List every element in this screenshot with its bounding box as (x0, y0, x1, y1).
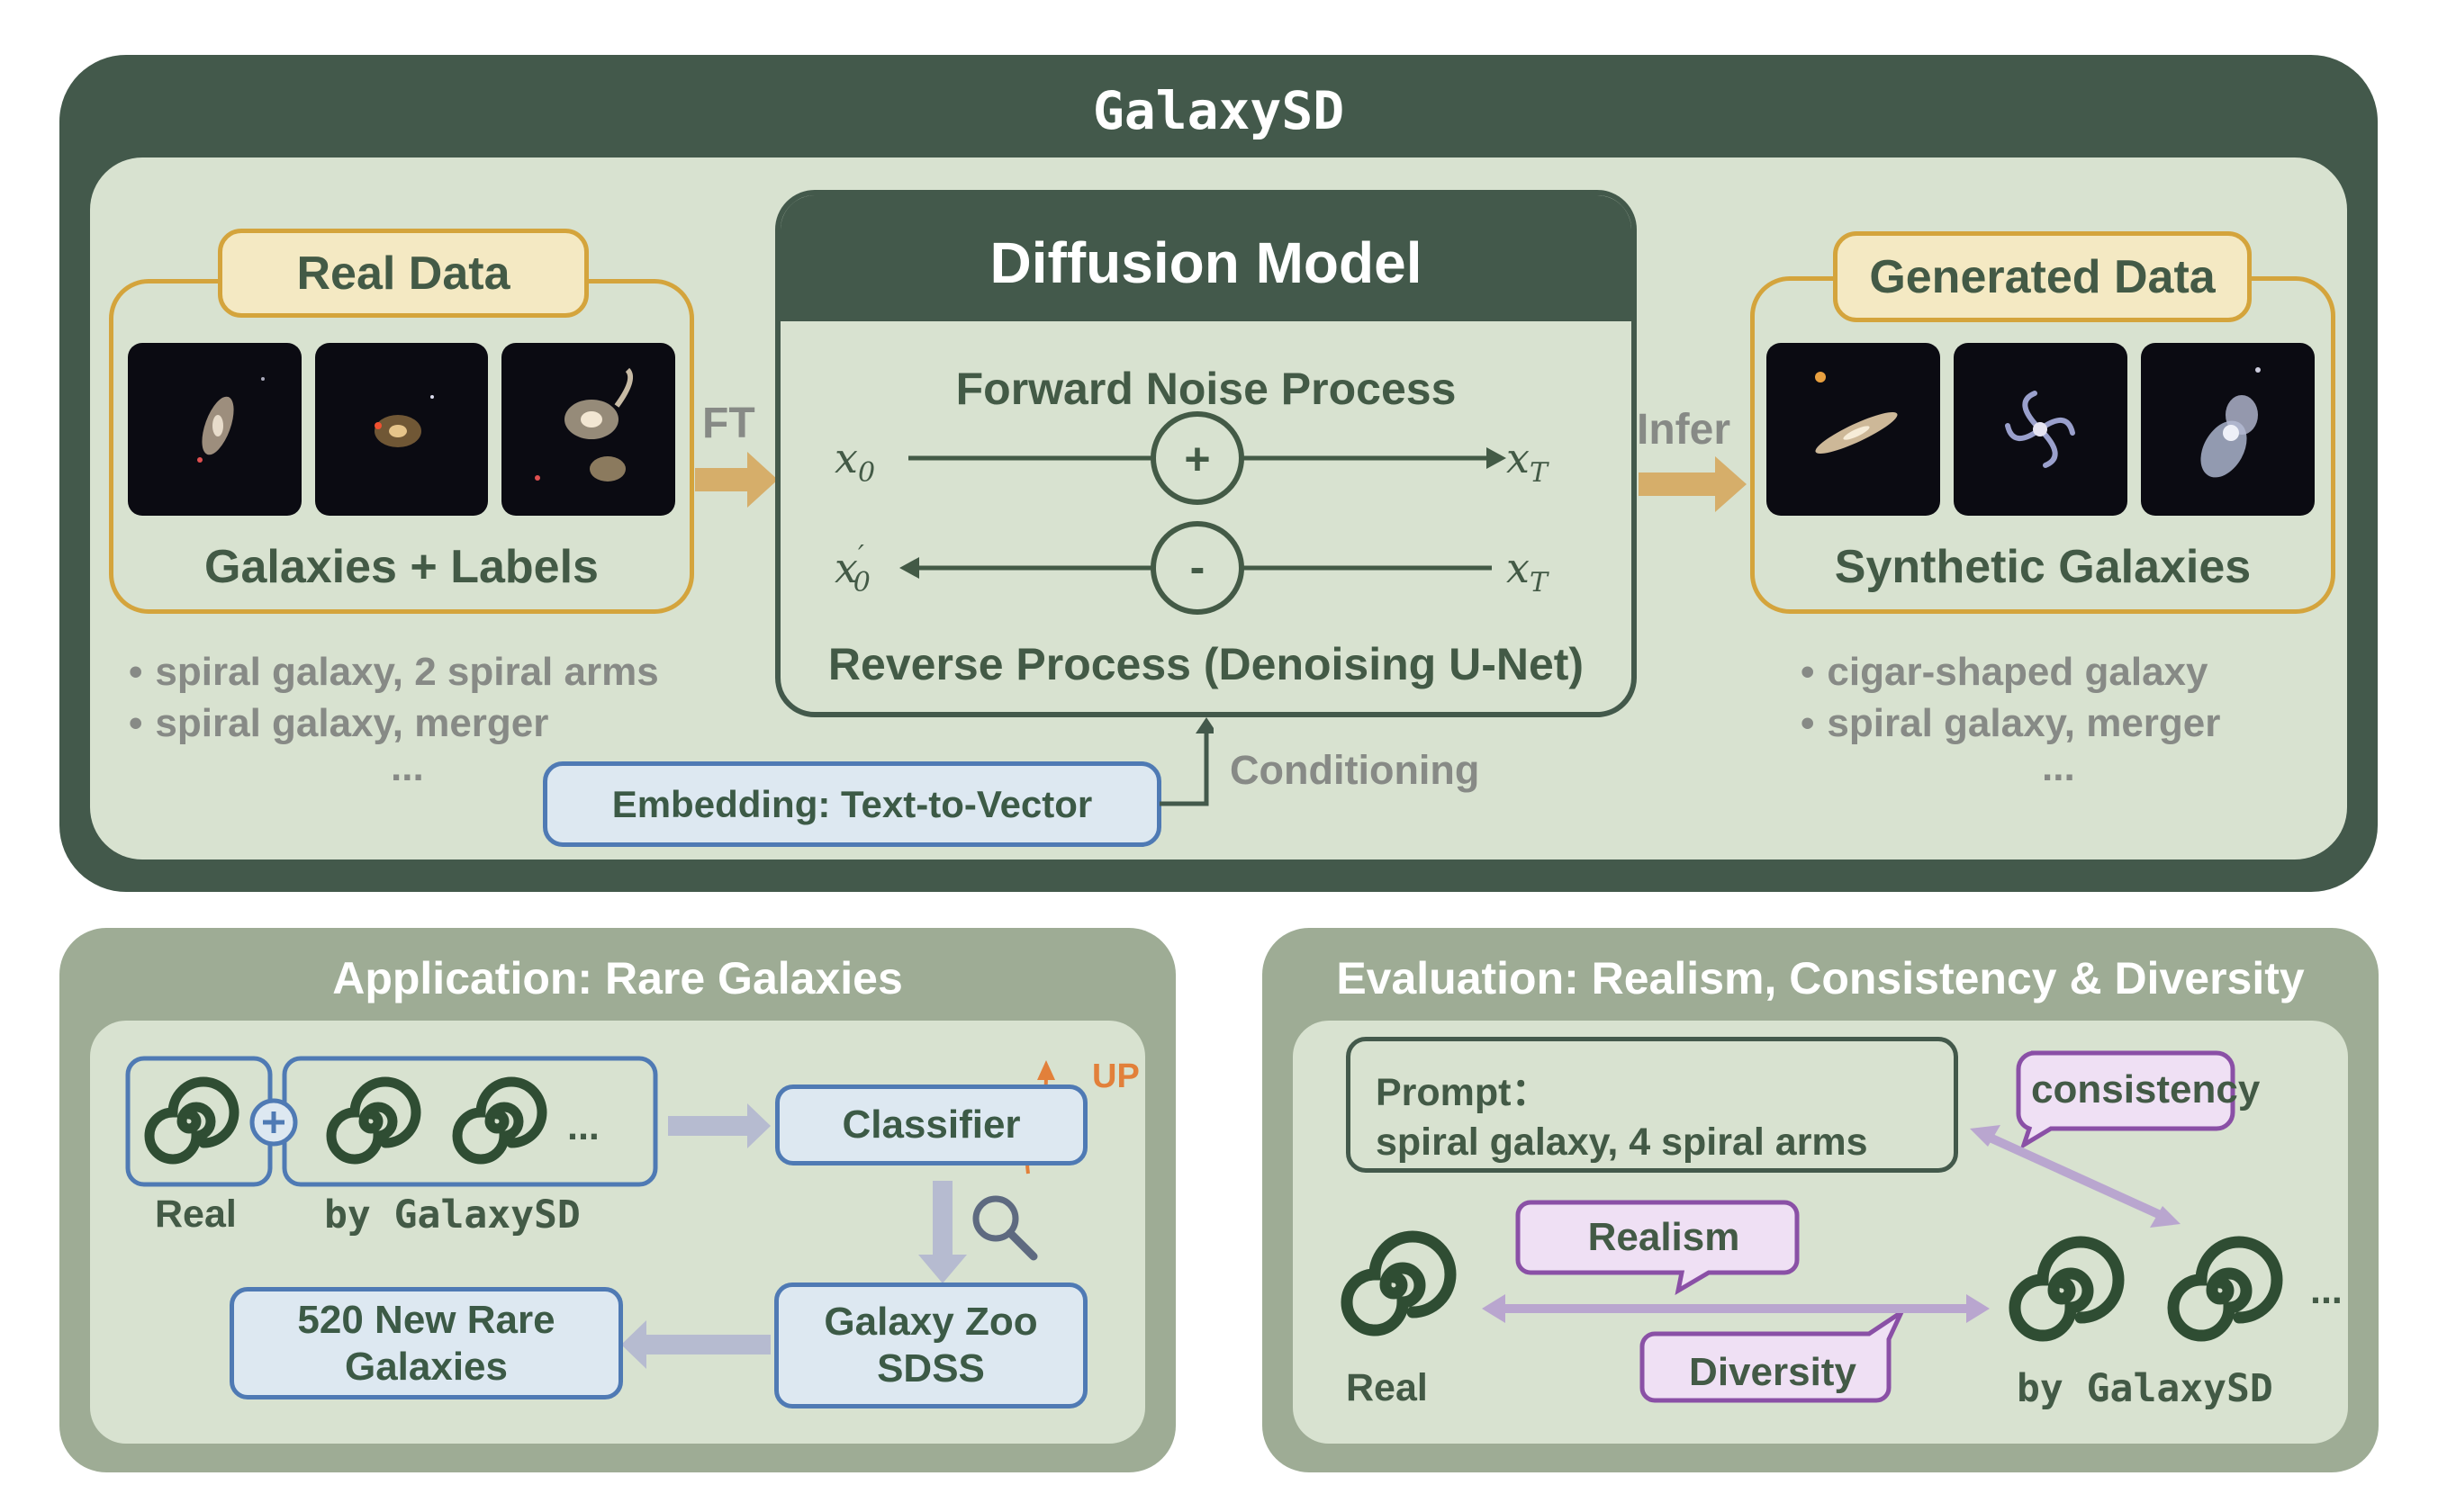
realism-bubble (1515, 1200, 1800, 1295)
label-item: cigar-shaped galaxy (1801, 646, 2305, 698)
flow-arrow (668, 1103, 771, 1148)
magnifier-icon (972, 1195, 1019, 1242)
flow-arrow (621, 1320, 771, 1369)
real-galaxy-image (128, 343, 302, 516)
plus-sign: + (1184, 434, 1210, 484)
forward-process-label: Forward Noise Process (955, 364, 1457, 414)
classifier-box: Classifier (775, 1084, 1088, 1166)
generated-data-tag: Generated Data (1833, 231, 2252, 322)
flow-arrow (918, 1181, 967, 1283)
consistency-arrow (1983, 1131, 2167, 1221)
diversity-label: Diversity (1689, 1350, 1856, 1394)
real-data-caption: Galaxies + Labels (204, 541, 599, 593)
evaluation-title: Evaluation: Realism, Consistency & Diver… (1336, 953, 2305, 1004)
real-galaxy-image (501, 343, 675, 516)
rare-galaxies-line2: Galaxies (344, 1344, 508, 1389)
generated-galaxy-image (1766, 343, 1940, 516)
application-title: Application: Rare Galaxies (332, 953, 903, 1004)
denoise-node (1151, 521, 1244, 615)
x0-symbol: x0 (835, 434, 875, 489)
add-noise-node (1151, 411, 1244, 505)
conditioning-label: Conditioning (1230, 747, 1480, 793)
real-data-tag: Real Data (218, 229, 589, 318)
embedding-box: Embedding: Text-to-Vector (543, 761, 1161, 847)
generated-galaxy-image (1954, 343, 2127, 516)
minus-sign: - (1190, 542, 1205, 592)
generated-label-list: cigar-shaped galaxy spiral galaxy, merge… (1801, 646, 2305, 749)
application-diagram (125, 1056, 1055, 1369)
rare-galaxies-line1: 520 New Rare (297, 1297, 555, 1342)
spiral-icon (144, 1076, 239, 1165)
prompt-heading: Prompt： (1376, 1071, 1550, 1114)
spiral-icon (452, 1076, 547, 1165)
panel-title: GalaxySD (1092, 80, 1345, 141)
ft-arrow (695, 452, 778, 508)
by-galaxysd-label: by GalaxySD (2017, 1366, 2273, 1411)
xT-symbol: xT (1506, 434, 1549, 489)
reverse-process-label: Reverse Process (Denoising U-Net) (827, 639, 1585, 689)
spiral-icon (2009, 1236, 2125, 1342)
spiral-icon (326, 1076, 421, 1165)
consistency-label: consistency (2031, 1067, 2261, 1112)
real-label: Real (1346, 1366, 1428, 1409)
xT-symbol: xT (1506, 544, 1549, 598)
diffusion-title: Diffusion Model (989, 230, 1422, 295)
real-label-list: spiral galaxy, 2 spiral arms spiral gala… (129, 646, 759, 749)
up-label: UP (1092, 1058, 1140, 1095)
ft-label: FT (702, 400, 755, 447)
real-label: Real (155, 1192, 237, 1236)
ellipsis: ... (391, 745, 424, 789)
ellipsis: ... (2310, 1269, 2343, 1312)
diffusion-flow-diagram: x0 xT x′0 xT + - (835, 411, 1549, 615)
real-galaxy-image (315, 343, 488, 516)
prompt-box: Prompt： spiral galaxy, 4 spiral arms (1346, 1037, 1958, 1173)
conditioning-arrow (1160, 717, 1214, 806)
infer-arrow (1639, 456, 1747, 512)
spiral-icon (1341, 1230, 1457, 1336)
galaxy-zoo-line2: SDSS (877, 1346, 985, 1390)
generated-data-caption: Synthetic Galaxies (1834, 541, 2252, 593)
x0-prime-symbol: x′0 (835, 540, 871, 598)
infer-label: Infer (1637, 406, 1731, 454)
realism-label: Realism (1587, 1215, 1740, 1259)
ellipsis: ... (567, 1105, 600, 1148)
diversity-bubble (1639, 1305, 1908, 1403)
evaluation-diagram (1341, 1050, 2283, 1403)
by-galaxysd-label: by GalaxySD (324, 1192, 581, 1238)
spiral-icon (2167, 1236, 2283, 1342)
consistency-bubble (2016, 1050, 2235, 1150)
galaxy-zoo-line1: Galaxy Zoo (824, 1300, 1038, 1344)
prompt-text: spiral galaxy, 4 spiral arms (1376, 1120, 1868, 1164)
ellipsis: ... (2042, 745, 2075, 789)
diffusion-header (781, 195, 1631, 321)
label-item: spiral galaxy, 2 spiral arms (129, 646, 759, 698)
label-item: spiral galaxy, merger (1801, 698, 2305, 749)
generated-galaxy-image (2141, 343, 2315, 516)
label-item: spiral galaxy, merger (129, 698, 759, 749)
diffusion-model-box: Diffusion Model Forward Noise Process Re… (775, 190, 1637, 717)
